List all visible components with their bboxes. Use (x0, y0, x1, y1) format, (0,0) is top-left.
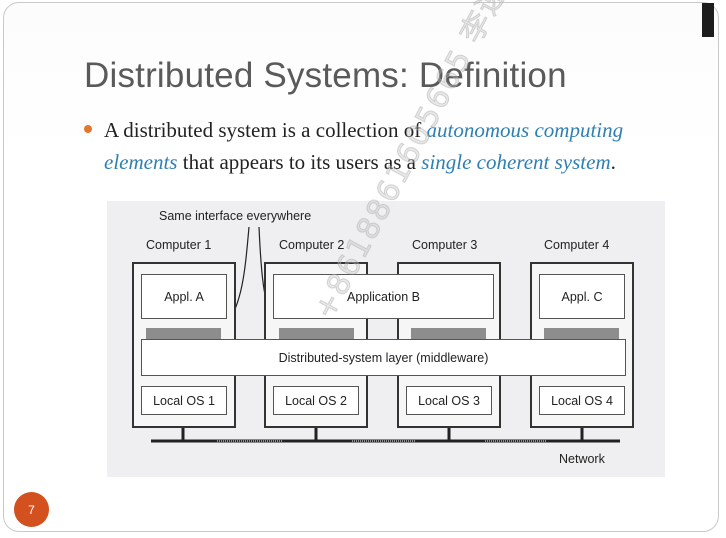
slide-title: Distributed Systems: Definition (84, 56, 567, 95)
bullet-icon (84, 125, 92, 133)
page-number-badge: 7 (14, 492, 49, 527)
app-a-box: Appl. A (141, 274, 227, 319)
api-bar-3 (411, 328, 486, 339)
callout-label: Same interface everywhere (159, 209, 312, 223)
local-os-2: Local OS 2 (273, 386, 359, 415)
local-os-3: Local OS 3 (406, 386, 492, 415)
distributed-system-diagram: Same interface everywhere Computer 1 Com… (107, 201, 665, 477)
local-os-4: Local OS 4 (539, 386, 625, 415)
bullet-text-part3: . (610, 150, 616, 174)
window-corner-mark (702, 3, 714, 37)
computer-label-1: Computer 1 (146, 238, 212, 252)
api-bar-4 (544, 328, 619, 339)
emphasis-coherent: single coherent system (421, 150, 611, 174)
middleware-layer: Distributed-system layer (middleware) (141, 339, 626, 376)
app-c-box: Appl. C (539, 274, 625, 319)
network-label: Network (559, 452, 605, 466)
api-bar-2 (279, 328, 354, 339)
computer-label-2: Computer 2 (279, 238, 345, 252)
api-bar-1 (146, 328, 221, 339)
local-os-1: Local OS 1 (141, 386, 227, 415)
bullet-text-part2: that appears to its users as a (177, 150, 422, 174)
bullet-text: A distributed system is a collection of … (104, 114, 694, 178)
computer-label-3: Computer 3 (412, 238, 478, 252)
bullet-text-part1: A distributed system is a collection of (104, 118, 427, 142)
emphasis-autonomous: autonomous computing elements (104, 118, 624, 174)
app-b-box: Application B (273, 274, 494, 319)
computer-label-4: Computer 4 (544, 238, 610, 252)
